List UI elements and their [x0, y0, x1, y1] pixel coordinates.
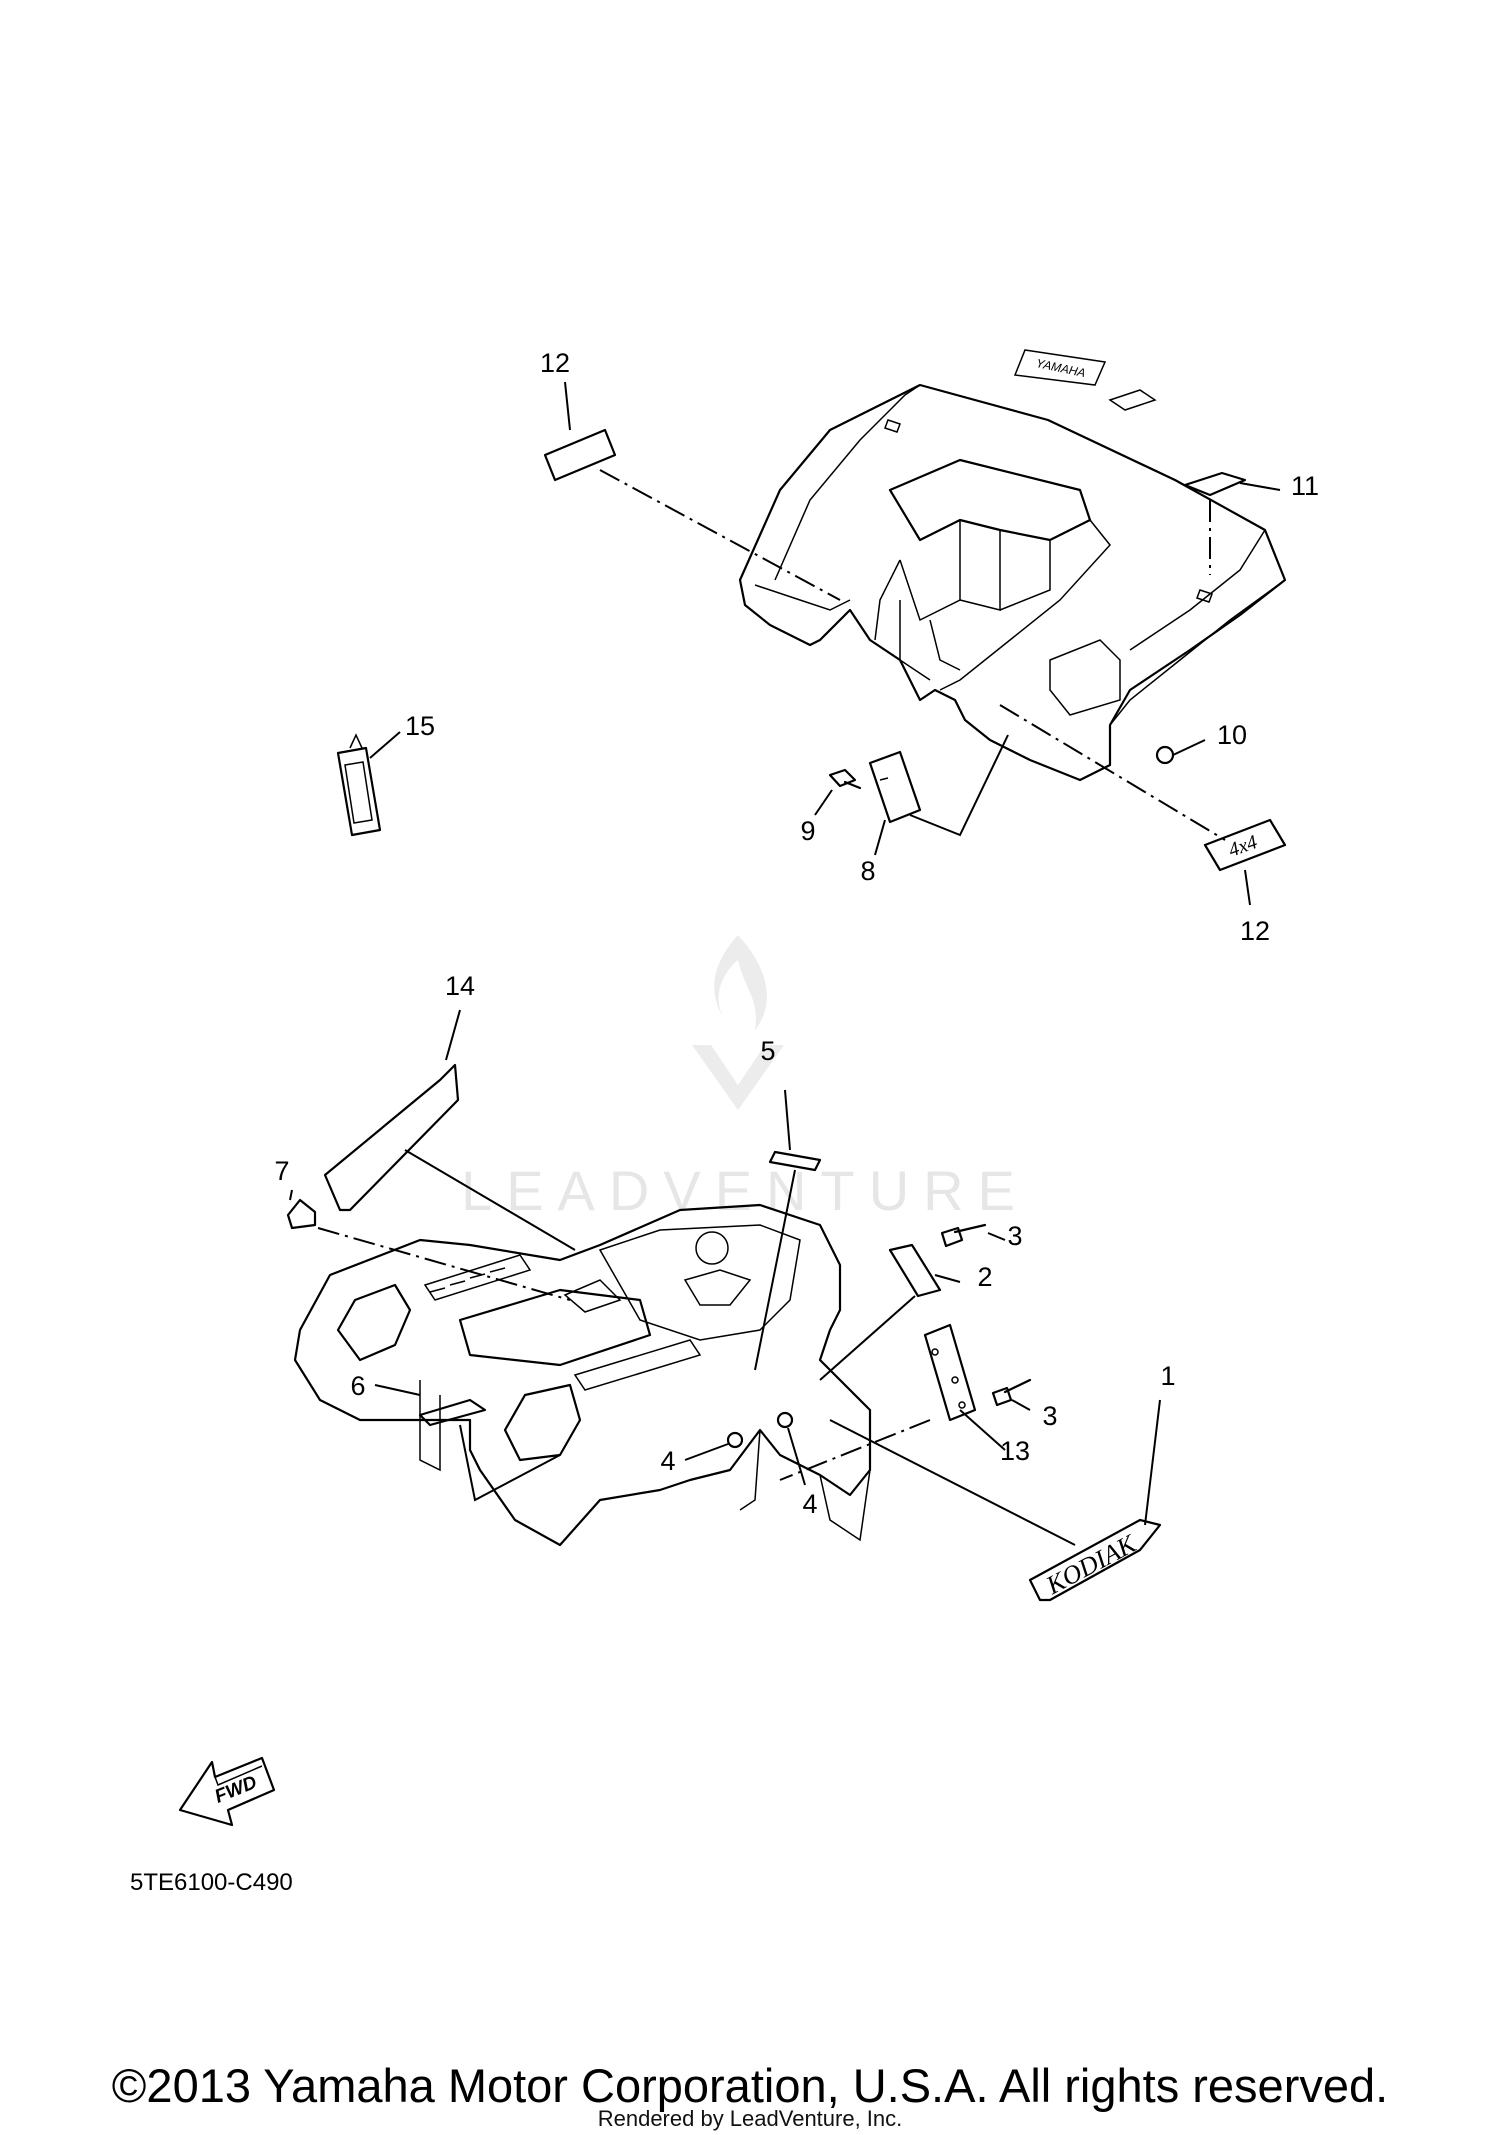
callout-15: 15 [405, 711, 435, 741]
grommet-4-left [726, 1431, 744, 1449]
rendered-by-notice: Rendered by LeadVenture, Inc. [597, 2106, 903, 2131]
tag-15 [336, 733, 382, 837]
callout-11: 11 [1291, 471, 1319, 501]
rivet-9 [828, 768, 862, 790]
callout-13: 1 [1160, 1361, 1175, 1391]
decal-11 [1183, 471, 1247, 497]
grommet-10 [1155, 745, 1175, 765]
front-fender-assembly [293, 1203, 872, 1547]
callout-7: 7 [274, 1156, 289, 1186]
rivet-3-lower [991, 1378, 1032, 1407]
callout-10: 10 [1217, 720, 1247, 750]
rivet-3-upper [940, 1223, 987, 1248]
callout-9: 9 [800, 816, 815, 846]
callout-4-left: 4 [660, 1446, 675, 1476]
callout-4-right: 4 [802, 1489, 817, 1519]
grommet-4-right [776, 1411, 794, 1429]
decal-7 [286, 1198, 317, 1230]
callout-14: 14 [445, 971, 475, 1001]
plate-8 [868, 750, 922, 824]
callout-8: 8 [860, 856, 875, 886]
callout-3-lower: 3 [1042, 1401, 1057, 1431]
decal-5 [768, 1150, 822, 1172]
callout-3-upper: 3 [1007, 1221, 1022, 1251]
diagram-code: 5TE6100-C490 [130, 1869, 293, 1896]
flap-1 [923, 1323, 977, 1422]
callout-5: 5 [760, 1036, 775, 1066]
callout-12-lower: 12 [1240, 916, 1270, 946]
callout-1: 13 [1000, 1436, 1030, 1466]
plate-2 [888, 1243, 942, 1298]
rear-fender-assembly: YAMAHA [738, 349, 1287, 782]
callout-12-upper: 12 [540, 348, 570, 378]
decal-14 [323, 1063, 460, 1212]
callout-2: 2 [977, 1262, 992, 1292]
leadventure-watermark: LEADVENTURE [461, 935, 1029, 1222]
decal-6 [418, 1398, 487, 1427]
yamaha-mark: YAMAHA [1035, 356, 1087, 380]
svg-text:KODIAK: KODIAK [1041, 1528, 1142, 1600]
copyright-notice: ©2013 Yamaha Motor Corporation, U.S.A. A… [111, 2059, 1389, 2112]
decal-12-upper [543, 428, 617, 482]
decal-12-4x4: 4x4 [1203, 818, 1287, 872]
callout-6: 6 [350, 1371, 365, 1401]
watermark-text: LEADVENTURE [461, 1159, 1029, 1222]
fwd-arrow-icon: FWD [178, 1756, 276, 1827]
